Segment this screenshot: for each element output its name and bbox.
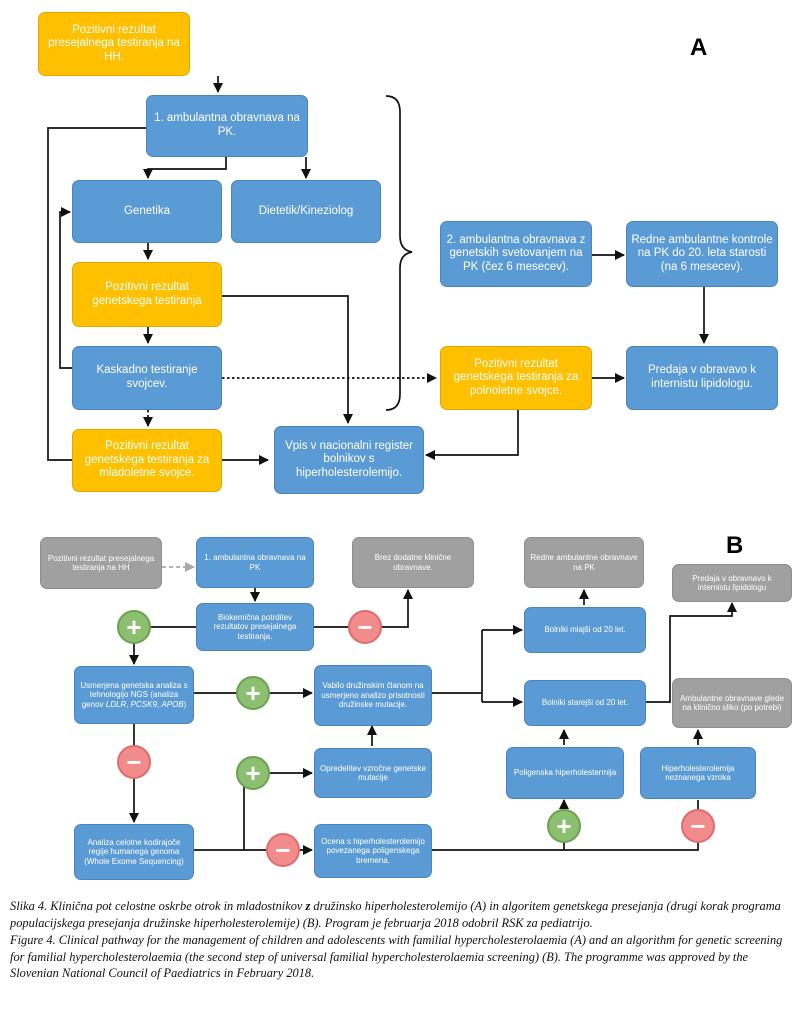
node-b-patients-under-20: Bolniki mlajši od 20 let. — [524, 607, 646, 653]
caption-slovene: Slika 4. Klinična pot celostne oskrbe ot… — [10, 898, 792, 932]
node-b-ambulatory-as-needed: Ambulantne obravnave glede na klinično s… — [672, 678, 792, 728]
node-b-ngs-analysis: Usmerjena genetska analiza s tehnologijo… — [74, 666, 194, 724]
node-a-first-visit: 1. ambulantna obravnava na PK. — [146, 95, 308, 157]
node-b-first-visit: 1. ambulantna obravnava na PK — [196, 537, 314, 588]
ngs-close: ) — [183, 699, 187, 709]
node-a-second-visit: 2. ambulantna obravnava z genetskih svet… — [440, 221, 592, 287]
node-a-positive-screening: Pozitivni rezultat presejalnega testiran… — [38, 12, 190, 76]
caption-sl-bold: z — [305, 899, 311, 913]
node-b-regular-visits: Redne ambulantne obravnave na PK — [524, 537, 644, 588]
plus-icon: + — [236, 756, 270, 790]
minus-icon: − — [117, 745, 151, 779]
node-a-dietitian: Dietetik/Kineziolog — [231, 180, 381, 243]
node-b-unknown-cause: Hiperholesterolemija neznanega vzroka — [640, 747, 756, 799]
node-b-lipidologist-handover: Predaja v obravnavo k internistu lipidol… — [672, 564, 792, 602]
node-a-regular-controls: Redne ambulantne kontrole na PK do 20. l… — [626, 221, 778, 287]
node-b-family-invitation: Vabilo družinskim članom na usmerjeno an… — [314, 665, 432, 726]
node-a-positive-adult-relatives: Pozitivni rezultat genetskega testiranja… — [440, 346, 592, 410]
plus-icon: + — [547, 809, 581, 843]
node-b-polygenic-score: Ocena s hiperholesterolemijo povezanega … — [314, 824, 432, 878]
minus-icon: − — [266, 833, 300, 867]
minus-icon: − — [681, 809, 715, 843]
node-b-positive-screening: Pozitivni rezultat presejalnega testiran… — [40, 537, 162, 589]
node-b-patients-over-20: Bolniki starejši od 20 let. — [524, 680, 646, 726]
node-b-whole-exome: Analiza celotne kodirajoče regije humane… — [74, 824, 194, 880]
minus-icon: − — [348, 610, 382, 644]
caption-sl-pre: Slika 4. Klinična pot celostne oskrbe ot… — [10, 899, 306, 913]
ngs-line1: Usmerjena genetska analiza s tehnologijo… — [80, 680, 188, 700]
caption-sl-post: družinsko hiperholesterolemijo (A) in al… — [10, 899, 781, 930]
figure-caption: Slika 4. Klinična pot celostne oskrbe ot… — [10, 898, 792, 982]
node-b-no-further-treatment: Brez dodatne klinične obravnave. — [352, 537, 474, 588]
node-b-polygenic-hc: Poligenska hiperholestermija — [506, 747, 624, 799]
caption-english: Figure 4. Clinical pathway for the manag… — [10, 932, 783, 981]
ngs-text: Usmerjena genetska analiza s tehnologijo… — [80, 680, 188, 709]
node-a-positive-minor-relatives: Pozitivni rezultat genetskega testiranja… — [72, 429, 222, 492]
plus-icon: + — [117, 610, 151, 644]
ngs-line2: (analiza genov — [81, 690, 179, 709]
node-a-national-register: Vpis v nacionalni register bolnikov s hi… — [274, 426, 424, 494]
node-a-genetics: Genetika — [72, 180, 222, 243]
gene-apob: APOB — [161, 699, 184, 709]
part-a-label: A — [690, 34, 708, 61]
part-b-label: B — [726, 532, 744, 559]
gene-ldlr: LDLR — [105, 699, 127, 709]
node-b-causal-mutation: Opredelitev vzročne genetske mutacije — [314, 748, 432, 798]
node-b-biochemical-confirmation: Biokemična potrditev rezultatov presejal… — [196, 603, 314, 651]
node-a-lipidologist-handover: Predaja v obravavo k internistu lipidolo… — [626, 346, 778, 410]
gene-pcsk9: PCSK9 — [130, 699, 157, 709]
plus-icon: + — [236, 676, 270, 710]
node-a-cascade-testing: Kaskadno testiranje svojcev. — [72, 346, 222, 410]
node-a-positive-genetic: Pozitivni rezultat genetskega testiranja — [72, 262, 222, 327]
